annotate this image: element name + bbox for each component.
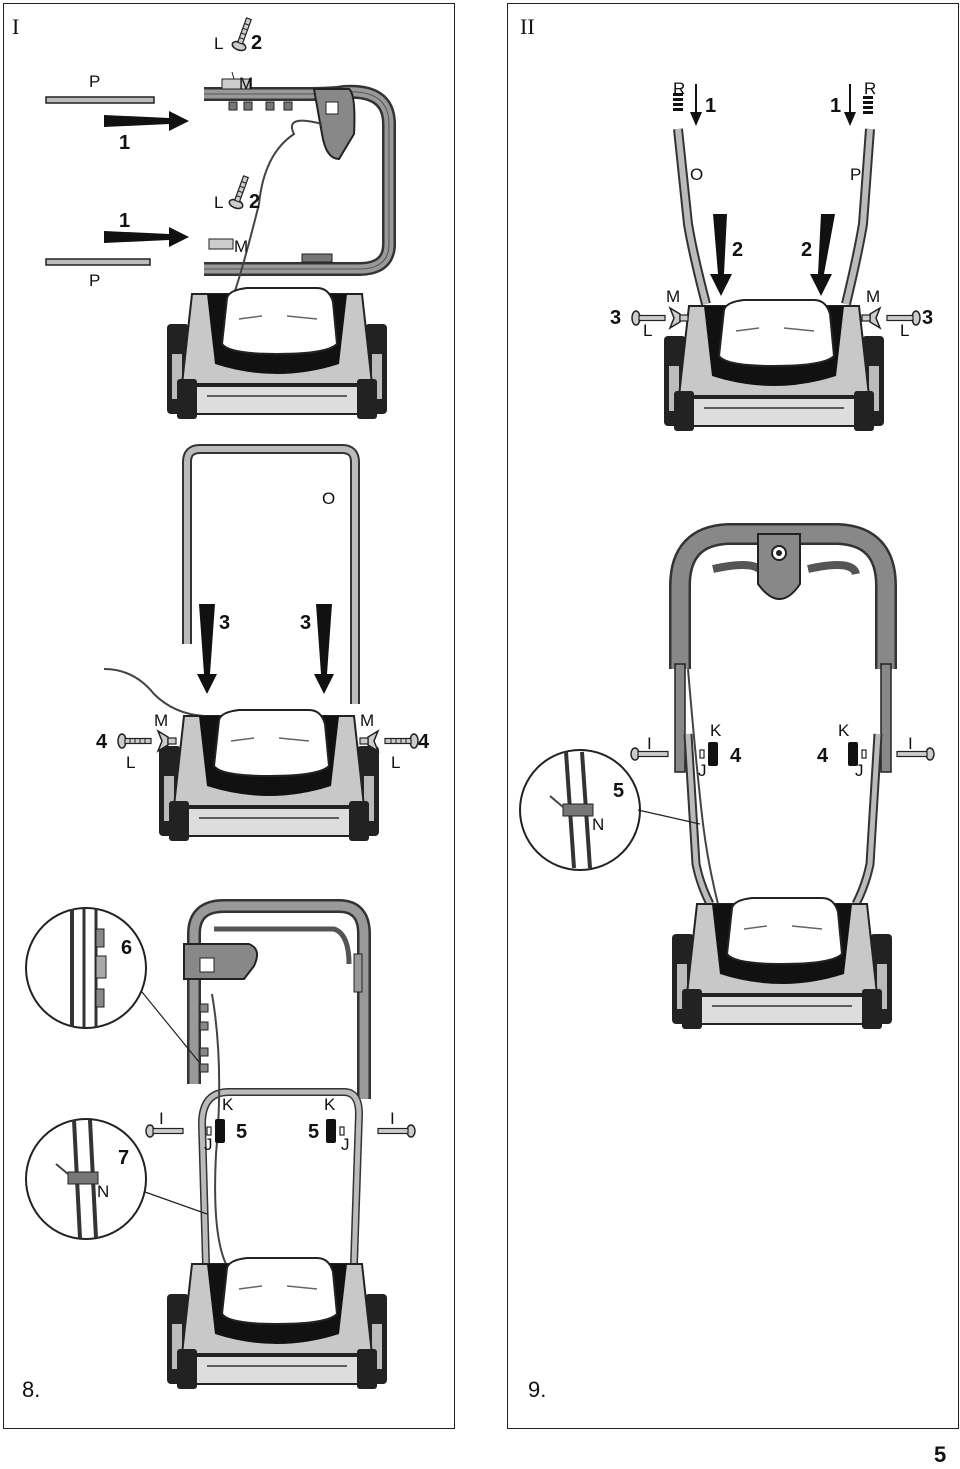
label-k-left: K (222, 1095, 234, 1114)
label-i-left: I (647, 734, 652, 753)
label-r-left: R (673, 79, 685, 98)
label-l-upper: L (214, 34, 223, 53)
label-4-left: 4 (96, 731, 108, 753)
label-j-left: J (204, 1135, 213, 1154)
label-j-right: J (341, 1135, 350, 1154)
label-l-left: L (643, 321, 652, 340)
label-i-left: I (159, 1109, 164, 1128)
step-a-handle-attach: P 1 L 2 M 1 L 2 M P (45, 15, 396, 420)
label-arrow-2-right: 2 (801, 239, 812, 261)
label-k-right: K (838, 721, 850, 740)
step-c-assembled: 6 I K J 5 5 K J I 7 N (25, 899, 416, 1390)
label-j-left: J (698, 761, 707, 780)
label-m-upper: M (239, 74, 253, 93)
label-zoom-5: 5 (613, 780, 624, 802)
figure-caption-9: 9. (528, 1377, 546, 1402)
label-m-right: M (866, 287, 880, 306)
label-3-right: 3 (922, 307, 933, 329)
panel-roman: I (12, 14, 19, 39)
step-a-lower-handle: R 1 1 R O P 2 2 3 M L 3 M L (610, 79, 933, 432)
label-l-right: L (391, 753, 400, 772)
label-m-lower: M (234, 237, 248, 256)
label-4-right: 4 (817, 745, 829, 767)
label-arrow-3-right: 3 (300, 612, 311, 634)
label-handle-o: O (322, 489, 335, 508)
label-p-lower: P (89, 271, 100, 290)
label-arrow-2-left: 2 (732, 239, 743, 261)
label-p-upper: P (89, 72, 100, 91)
label-r-right: R (864, 79, 876, 98)
label-1-left: 1 (705, 95, 716, 117)
figure-caption-8: 8. (22, 1377, 40, 1402)
label-l-right: L (900, 321, 909, 340)
label-4-right: 4 (418, 731, 430, 753)
label-m-left: M (154, 711, 168, 730)
page-number: 5 (934, 1442, 946, 1467)
label-handle-p: P (850, 165, 861, 184)
step-b-upper-handle: O 3 3 4 M L 4 M L (96, 444, 430, 842)
label-4-left: 4 (730, 745, 742, 767)
label-3-left: 3 (610, 307, 621, 329)
label-arrow-1-lower: 1 (119, 210, 130, 232)
label-2-lower: 2 (249, 191, 260, 213)
label-zoom-6: 6 (121, 937, 132, 959)
panel-left-drawing: I P 1 L 2 M 1 L 2 M P (12, 14, 430, 1402)
label-i-right: I (908, 734, 913, 753)
label-l-left: L (126, 753, 135, 772)
label-1-right: 1 (830, 95, 841, 117)
label-arrow-3-left: 3 (219, 612, 230, 634)
label-m-right: M (360, 711, 374, 730)
label-arrow-1-upper: 1 (119, 132, 130, 154)
panel-right-drawing: II R 1 1 R O P 2 2 3 M L 3 M L (519, 14, 935, 1402)
step-b-lower-handle-assembled: I K J 4 4 K J I 5 N (519, 523, 935, 1030)
label-clip-n: N (592, 815, 604, 834)
label-5-left: 5 (236, 1121, 247, 1143)
label-5-right: 5 (308, 1121, 319, 1143)
panel-right: II R 1 1 R O P 2 2 3 M L 3 M L (507, 3, 959, 1429)
label-handle-o: O (690, 165, 703, 184)
panel-roman-ii: II (520, 14, 535, 39)
label-l-lower: L (214, 193, 223, 212)
label-k-right: K (324, 1095, 336, 1114)
label-2-upper: 2 (251, 32, 262, 54)
label-k-left: K (710, 721, 722, 740)
panel-left: I P 1 L 2 M 1 L 2 M P (3, 3, 455, 1429)
label-i-right: I (390, 1109, 395, 1128)
label-m-left: M (666, 287, 680, 306)
label-j-right: J (855, 761, 864, 780)
label-clip-n: N (97, 1182, 109, 1201)
label-zoom-7: 7 (118, 1147, 129, 1169)
